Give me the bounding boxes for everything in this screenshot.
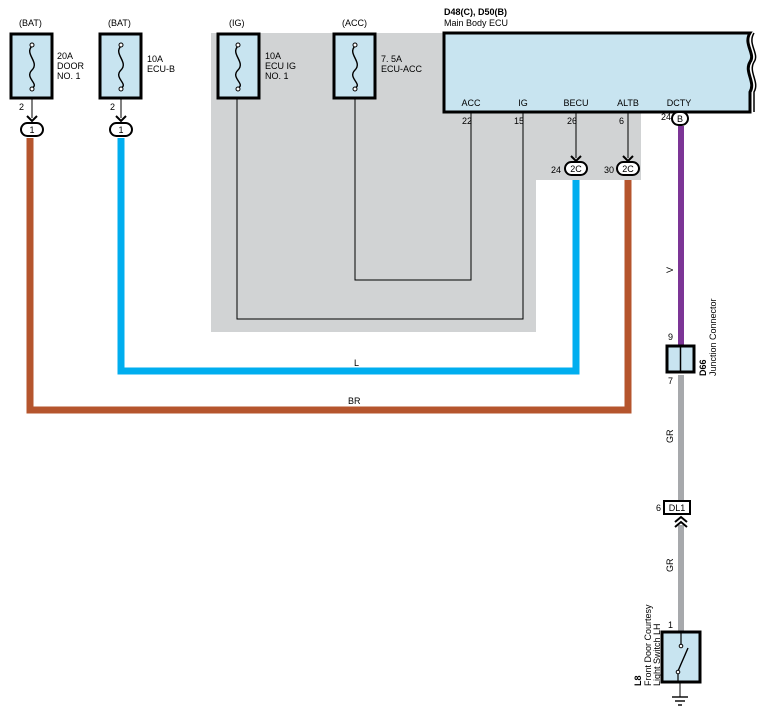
ecu-terminal-becu: BECU xyxy=(563,98,588,108)
dl1-label: DL1 xyxy=(669,503,686,513)
fuse-3-terminal-top xyxy=(235,42,241,48)
fuse-4-name-line1: ECU-ACC xyxy=(381,64,423,74)
fuse-2-name-line1: ECU-B xyxy=(147,64,175,74)
fuse-4-terminal-top xyxy=(352,42,358,48)
dl1-arrow-lower xyxy=(674,520,688,528)
ecu-pin-altb: 6 xyxy=(619,116,624,126)
fuse-1-arrow xyxy=(26,115,38,123)
ecu-pin-dcty: 24 xyxy=(661,112,671,122)
brown-wire xyxy=(26,138,632,414)
junction-code: D66 xyxy=(698,359,708,376)
fuse-3-terminal-bottom xyxy=(235,86,241,92)
fuse-4-terminal-bottom xyxy=(352,86,358,92)
acc-internal-wire xyxy=(354,88,472,281)
ecu-terminal-dcty: DCTY xyxy=(667,98,692,108)
switch-contact-point xyxy=(678,643,684,649)
violet-wire-code: V xyxy=(665,267,675,273)
fuse-4-source: (ACC) xyxy=(342,18,367,28)
fuse-3-icon xyxy=(235,45,241,89)
dl1-pin: 6 xyxy=(656,503,661,513)
fuse-1-connector-label: 1 xyxy=(29,125,34,135)
connector-2c-becu xyxy=(564,161,588,176)
ecu-break-mark xyxy=(751,32,757,112)
junction-pin-top: 9 xyxy=(668,332,673,342)
fuse-1-name-line1: DOOR xyxy=(57,61,85,71)
fuse-3-source: (IG) xyxy=(229,18,245,28)
fuse-1-name-line2: NO. 1 xyxy=(57,71,81,81)
dl1-arrow-upper xyxy=(674,515,688,523)
fuse-3-name-line1: ECU IG xyxy=(265,61,296,71)
fuse-2-arrow xyxy=(115,115,127,123)
ecu-terminal-altb: ALTB xyxy=(617,98,639,108)
shaded-ecu-area xyxy=(211,33,641,332)
blue-wire xyxy=(117,138,580,375)
junction-pin-bottom: 7 xyxy=(668,376,673,386)
fuse-2-rating: 10A xyxy=(147,54,163,64)
ecu-name: Main Body ECU xyxy=(444,18,508,28)
fuse-1-source: (BAT) xyxy=(19,18,42,28)
dl1-connector xyxy=(663,500,691,515)
ecu-pin-acc: 22 xyxy=(462,116,472,126)
fuse-1-terminal-top xyxy=(29,42,35,48)
fuse-4-rating: 7. 5A xyxy=(381,54,402,64)
dcty-connector-label: B xyxy=(677,114,683,124)
ig-internal-wire xyxy=(236,88,524,320)
switch-name-line2: Light Switch LH xyxy=(652,623,662,686)
dcty-connector xyxy=(671,111,689,126)
blue-wire-code: L xyxy=(354,358,359,368)
fuse-2-terminal-top xyxy=(118,42,124,48)
fuse-2-icon xyxy=(118,45,124,89)
ecu-terminal-acc: ACC xyxy=(461,98,481,108)
fuse-1-terminal-bottom xyxy=(29,86,35,92)
fuse-3-name-line2: NO. 1 xyxy=(265,71,289,81)
connector-2c-becu-label: 2C xyxy=(570,164,582,174)
switch-pin: 1 xyxy=(668,620,673,630)
switch-name-line1: Front Door Courtesy xyxy=(643,604,653,686)
connector-2c-altb xyxy=(616,161,640,176)
fuse-2-source: (BAT) xyxy=(108,18,131,28)
ecu-box xyxy=(442,31,754,114)
switch-pivot-point xyxy=(675,669,681,675)
ecu-pin-becu: 26 xyxy=(567,116,577,126)
brown-wire-code: BR xyxy=(348,396,361,406)
connector-2c-becu-pin: 24 xyxy=(551,165,561,175)
junction-name: Junction Connector xyxy=(708,298,718,376)
switch-blade xyxy=(677,647,689,672)
switch-code: L8 xyxy=(633,675,643,686)
fuse-1-icon xyxy=(29,45,35,89)
ecu-terminal-ig: IG xyxy=(518,98,528,108)
connector-2c-altb-label: 2C xyxy=(622,164,634,174)
gray-wire-upper-code: GR xyxy=(665,429,675,443)
fuse-2-connector xyxy=(109,122,133,137)
connector-2c-altb-pin: 30 xyxy=(604,165,614,175)
fuse-2-terminal-bottom xyxy=(118,86,124,92)
fuse-3-rating: 10A xyxy=(265,51,281,61)
gray-wire-lower-code: GR xyxy=(665,558,675,572)
fuse-2-connector-label: 1 xyxy=(118,125,123,135)
fuse-1-connector xyxy=(20,122,44,137)
fuse-2-pin: 2 xyxy=(110,102,115,112)
ecu-pin-ig: 15 xyxy=(514,116,524,126)
fuse-1-rating: 20A xyxy=(57,51,73,61)
ecu-code: D48(C), D50(B) xyxy=(444,7,507,17)
fuse-1-pin: 2 xyxy=(19,102,24,112)
fuse-4-icon xyxy=(352,45,358,89)
